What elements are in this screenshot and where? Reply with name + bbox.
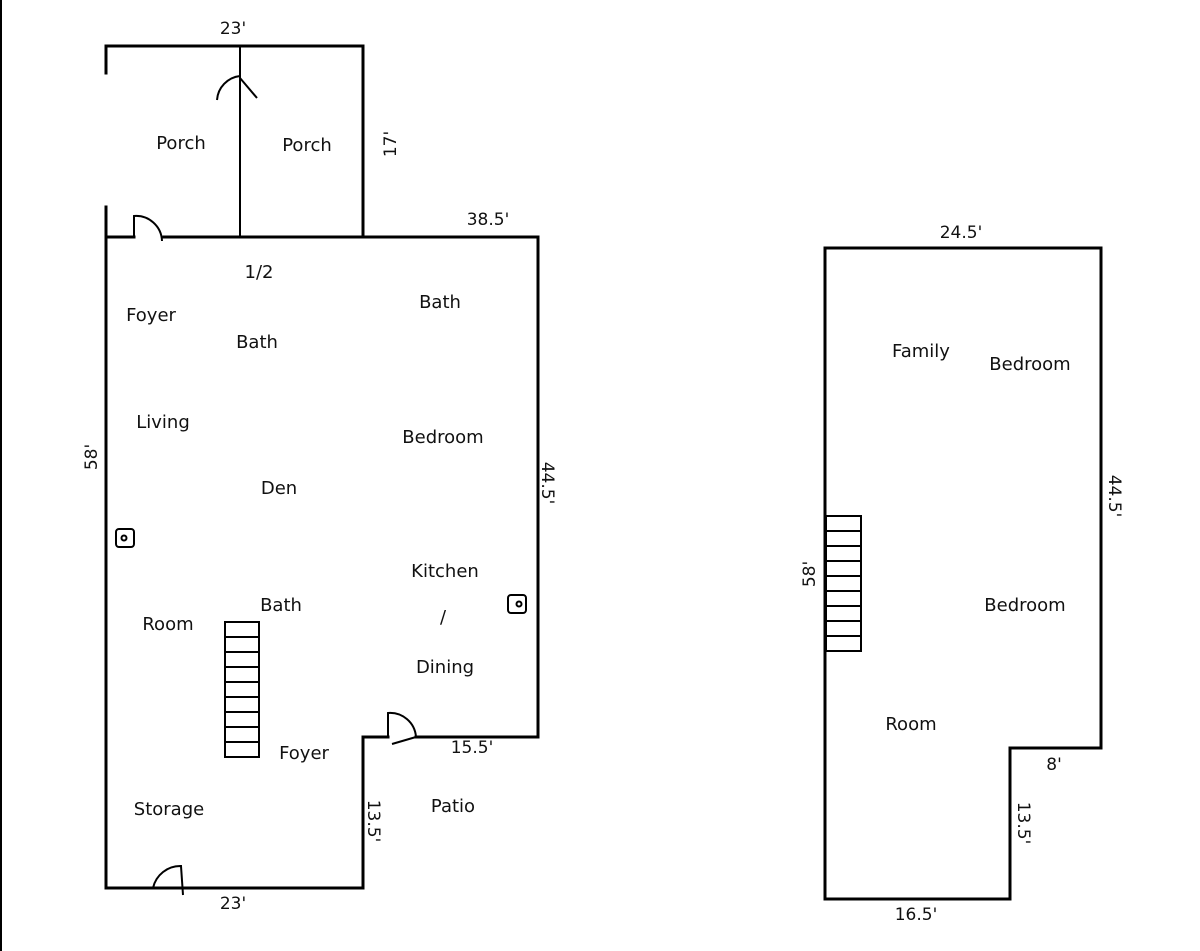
- appliance-icon-kitchen: [507, 594, 527, 614]
- patio-door-icon: [387, 711, 418, 745]
- room-label-bedroom-mid: Bedroom: [984, 595, 1065, 616]
- second-floor-wall: [823, 246, 1103, 901]
- dimension-right: 44.5': [537, 462, 557, 505]
- dimension-porch-top: 23': [220, 19, 246, 39]
- dimension-top: 24.5': [940, 223, 983, 243]
- room-label-storage: Storage: [134, 799, 204, 820]
- porch-door-icon: [216, 75, 258, 101]
- porch-wall: [104, 44, 365, 239]
- dimension-patio-top: 15.5': [451, 738, 494, 758]
- room-label-family: Family: [892, 341, 950, 362]
- dimension-right: 44.5': [1104, 475, 1124, 518]
- dimension-bottom: 23': [220, 894, 246, 914]
- room-label-foyer-bottom: Foyer: [279, 743, 329, 764]
- front-door-icon: [133, 214, 163, 242]
- appliance-icon-left: [115, 528, 135, 548]
- staircase-first-floor: [224, 621, 260, 758]
- main-house-wall: [104, 235, 390, 890]
- room-label-kitchen-slash: /: [440, 607, 447, 628]
- room-label-room: Room: [885, 714, 936, 735]
- main-right-wall: [414, 235, 540, 739]
- room-label-patio: Patio: [431, 796, 475, 817]
- room-label-living: Living: [136, 412, 190, 433]
- room-label-bath-top-right: Bath: [419, 292, 461, 313]
- room-label-half-bath-line1: 1/2: [245, 262, 274, 283]
- storage-door-icon: [152, 864, 184, 896]
- dimension-left: 58': [800, 561, 820, 587]
- room-label-dining: Dining: [416, 657, 474, 678]
- dimension-left: 58': [82, 444, 102, 470]
- dimension-patio-side: 13.5': [363, 800, 383, 843]
- room-label-bedroom-top: Bedroom: [989, 354, 1070, 375]
- first-floor-plan: Porch Porch 1/2 Bath Foyer Bath Living D…: [82, 19, 557, 914]
- room-label-kitchen: Kitchen: [411, 561, 479, 582]
- second-floor-plan: Family Bedroom Bedroom Room 24.5' 44.5' …: [800, 223, 1124, 925]
- room-label-half-bath-line2: Bath: [236, 332, 278, 353]
- dimension-notch-top: 8': [1046, 755, 1062, 775]
- dimension-bottom: 16.5': [895, 905, 938, 925]
- room-label-bedroom: Bedroom: [402, 427, 483, 448]
- room-label-den: Den: [261, 478, 297, 499]
- room-label-foyer-top: Foyer: [126, 305, 176, 326]
- room-label-bath-mid: Bath: [260, 595, 302, 616]
- room-label-room: Room: [142, 614, 193, 635]
- dimension-porch-side: 17': [381, 131, 401, 157]
- room-label-porch-left: Porch: [156, 133, 206, 154]
- dimension-notch-side: 13.5': [1013, 802, 1033, 845]
- room-label-porch-right: Porch: [282, 135, 332, 156]
- dimension-top-right: 38.5': [467, 210, 510, 230]
- staircase-second-floor: [825, 515, 862, 652]
